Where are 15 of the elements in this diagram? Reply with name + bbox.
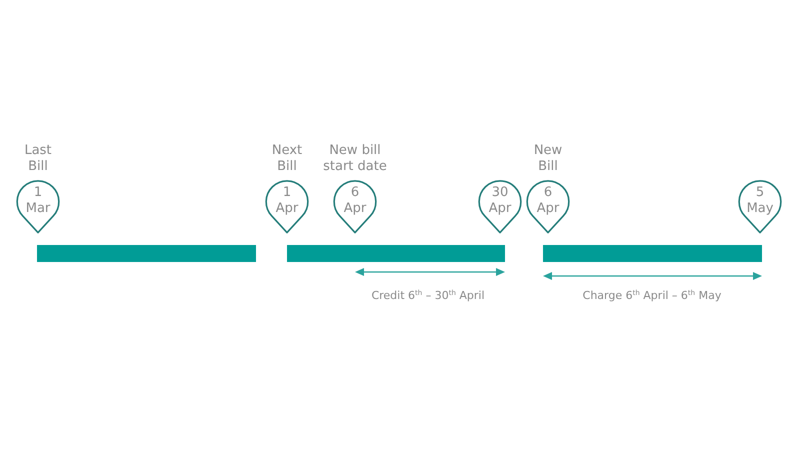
date-label: 6 Apr bbox=[344, 185, 366, 217]
date-label: 30 Apr bbox=[488, 185, 512, 217]
timeline-bar bbox=[287, 245, 505, 262]
marker-heading: Last Bill bbox=[23, 143, 53, 175]
range-label: Charge 6$^{th}$ April – 6$^{th}$ May bbox=[582, 289, 722, 303]
date-label: 6 Apr bbox=[536, 185, 560, 217]
marker-heading: New Bill bbox=[532, 143, 564, 175]
timeline-bar bbox=[37, 245, 256, 262]
marker-heading: Next Bill bbox=[270, 143, 304, 175]
date-label: 1 Mar bbox=[26, 185, 50, 217]
date-label: 1 Apr bbox=[276, 185, 298, 217]
date-label: 5 May bbox=[746, 185, 774, 217]
timeline-bar bbox=[543, 245, 762, 262]
marker-heading: New bill start date bbox=[322, 143, 388, 175]
range-label: Credit 6$^{th}$ – 30$^{th}$ April bbox=[371, 289, 485, 303]
